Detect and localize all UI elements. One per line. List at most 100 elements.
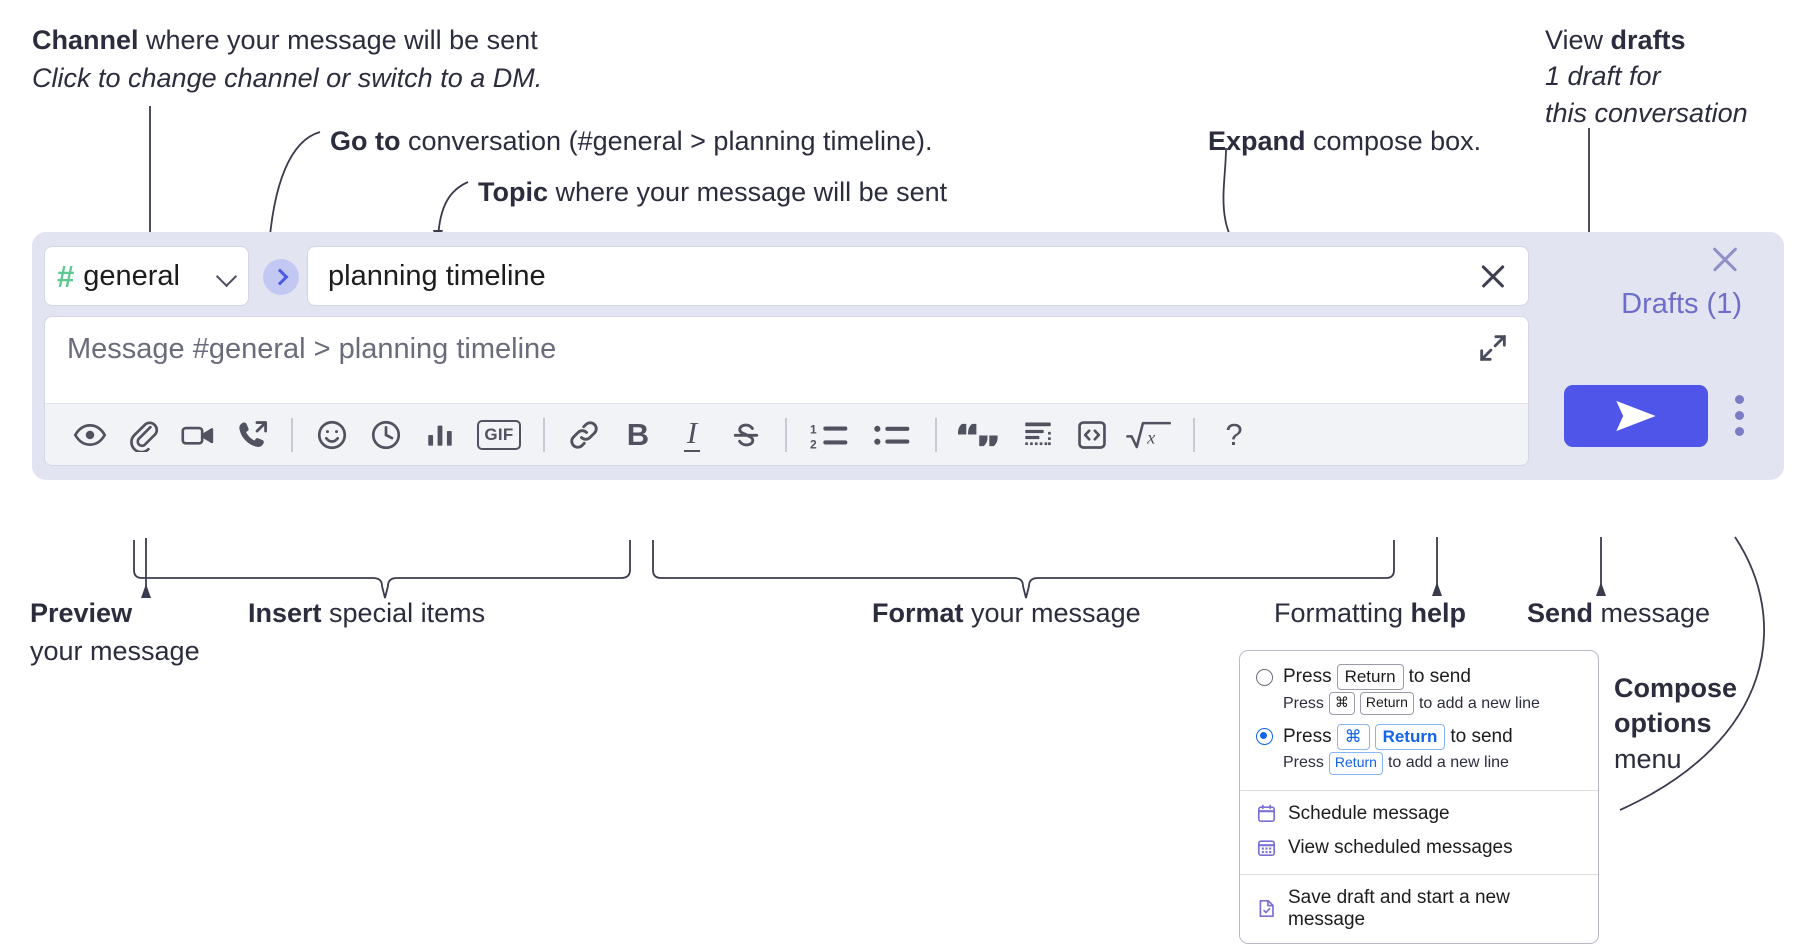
annotation-drafts-plain: View: [1545, 25, 1611, 55]
close-icon[interactable]: [1708, 242, 1742, 276]
audio-call-icon[interactable]: [225, 412, 279, 458]
annotation-insert-rest: special items: [321, 598, 486, 628]
expand-icon[interactable]: [1476, 331, 1510, 365]
annotation-goto-rest: conversation (#general > planning timeli…: [400, 126, 933, 156]
latex-icon[interactable]: x: [1119, 412, 1181, 458]
calendar-icon: [1256, 803, 1277, 824]
emoji-icon[interactable]: [305, 412, 359, 458]
code-icon[interactable]: [1065, 412, 1119, 458]
annotation-drafts-italic-1: 1 draft for: [1545, 61, 1661, 92]
annotation-compose-options-bold-1: Compose: [1614, 673, 1738, 703]
compose-panel: Drafts (1) # general Message #general > …: [32, 232, 1784, 480]
annotation-drafts: View drafts 1 draft for this conversatio…: [1545, 24, 1748, 129]
key-command-2: ⌘: [1336, 723, 1370, 750]
chevron-right-icon: [271, 268, 288, 286]
annotation-help-bold: help: [1410, 598, 1467, 628]
link-icon[interactable]: [557, 412, 611, 458]
menu-radio-cmd-return-to-send[interactable]: Press ⌘ Return to send: [1240, 721, 1598, 751]
annotation-send: Send message: [1527, 597, 1710, 629]
annotation-format: Format your message: [872, 597, 1141, 629]
channel-name-label: general: [83, 259, 180, 292]
annotation-insert: Insert special items: [248, 597, 485, 629]
annotation-preview-bold: Preview: [30, 598, 133, 628]
svg-text:x: x: [1146, 427, 1155, 447]
annotation-drafts-bold: drafts: [1610, 25, 1686, 55]
menu-item-label: Save draft and start a new message: [1288, 886, 1510, 930]
toolbar-separator-1: [279, 412, 305, 458]
clear-topic-icon[interactable]: [1476, 259, 1510, 293]
annotation-compose-options-rest: menu: [1614, 743, 1682, 774]
gif-label: GIF: [477, 419, 521, 450]
menu-subtext-2: Press Return to add a new line: [1240, 751, 1598, 781]
send-button[interactable]: [1564, 385, 1708, 447]
key-return-3: Return: [1374, 723, 1446, 750]
annotation-compose-options-bold-2: options: [1614, 708, 1712, 739]
radio-unselected-icon: [1256, 668, 1273, 686]
topic-field[interactable]: [307, 246, 1529, 306]
annotation-compose-options: Compose options menu: [1614, 672, 1737, 775]
menu-item-label: View scheduled messages: [1288, 836, 1513, 858]
annotation-format-bold: Format: [872, 598, 964, 628]
annotation-topic-rest: where your message will be sent: [548, 177, 948, 207]
annotation-goto: Go to conversation (#general > planning …: [330, 125, 933, 157]
attachment-icon[interactable]: [117, 412, 171, 458]
menu-item-label: Schedule message: [1288, 802, 1450, 824]
sub-1-post: to add a new line: [1418, 694, 1540, 712]
key-return-2: Return: [1359, 692, 1414, 715]
bold-icon[interactable]: B: [611, 412, 665, 458]
calendar-grid-icon: [1256, 837, 1277, 858]
annotation-topic-bold: Topic: [478, 177, 548, 207]
menu-divider-2: [1240, 873, 1598, 875]
annotation-expand-rest: compose box.: [1305, 126, 1482, 156]
radio-2-pre: Press: [1283, 725, 1332, 747]
menu-divider-1: [1240, 789, 1598, 791]
compose-inner: # general Message #general > planning ti…: [44, 242, 1544, 470]
preview-icon[interactable]: [63, 412, 117, 458]
go-to-conversation-button[interactable]: [263, 259, 299, 295]
toolbar-separator-2: [531, 412, 557, 458]
sub-2-pre: Press: [1283, 754, 1324, 772]
radio-2-post: to send: [1450, 725, 1513, 747]
help-icon[interactable]: ?: [1207, 412, 1261, 458]
gif-icon[interactable]: GIF: [467, 412, 531, 458]
key-command: ⌘: [1328, 692, 1355, 715]
sub-2-post: to add a new line: [1387, 754, 1509, 772]
clock-icon[interactable]: [359, 412, 413, 458]
message-placeholder: Message #general > planning timeline: [67, 333, 557, 365]
topic-input[interactable]: [326, 258, 1476, 294]
dot-3: [1734, 426, 1744, 436]
annotation-help-plain: Formatting: [1274, 598, 1411, 628]
annotation-drafts-italic-2: this conversation: [1545, 97, 1748, 128]
compose-options-menu: Press Return to send Press ⌘ Return to a…: [1239, 650, 1599, 944]
poll-icon[interactable]: [413, 412, 467, 458]
menu-item-save-draft[interactable]: Save draft and start a new message: [1240, 881, 1598, 937]
menu-item-view-scheduled-messages[interactable]: View scheduled messages: [1240, 831, 1598, 865]
annotation-channel: Channel where your message will be sent …: [32, 24, 542, 95]
svg-text:2: 2: [810, 437, 817, 451]
sub-1-pre: Press: [1283, 694, 1324, 712]
blockquote-icon[interactable]: [949, 412, 1011, 458]
dot-2: [1734, 410, 1744, 420]
drafts-link[interactable]: Drafts (1): [1621, 288, 1742, 320]
code-block-icon[interactable]: [1011, 412, 1065, 458]
dot-1: [1734, 394, 1744, 404]
annotation-channel-bold: Channel: [32, 25, 139, 55]
bulleted-list-icon[interactable]: [861, 412, 923, 458]
annotation-send-rest: message: [1593, 598, 1711, 628]
menu-radio-return-to-send[interactable]: Press Return to send: [1240, 661, 1598, 691]
message-input-box[interactable]: Message #general > planning timeline: [44, 316, 1529, 466]
ordered-list-icon[interactable]: 1 2: [799, 412, 861, 458]
chevron-down-icon: [218, 267, 236, 285]
annotation-expand: Expand compose box.: [1208, 125, 1481, 157]
help-label: ?: [1225, 416, 1243, 452]
compose-options-menu-button[interactable]: [1724, 389, 1754, 441]
key-return-4: Return: [1328, 752, 1383, 775]
annotation-channel-rest: where your message will be sent: [138, 25, 538, 55]
save-draft-icon: [1256, 898, 1277, 919]
channel-picker-button[interactable]: # general: [44, 246, 249, 306]
italic-icon[interactable]: I: [665, 412, 719, 458]
bold-label: B: [626, 416, 650, 452]
menu-item-schedule-message[interactable]: Schedule message: [1240, 797, 1598, 831]
strikethrough-icon[interactable]: [719, 412, 773, 458]
video-icon[interactable]: [171, 412, 225, 458]
